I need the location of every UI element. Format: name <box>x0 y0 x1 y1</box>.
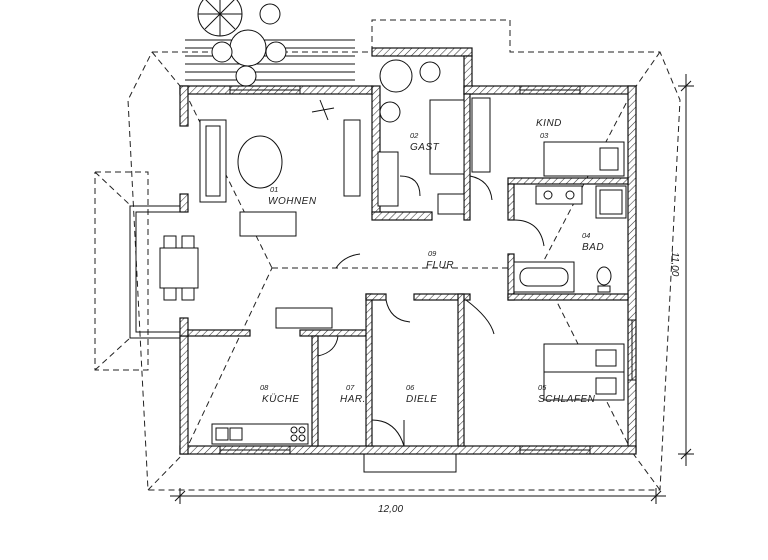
armchair-icon <box>239 211 297 237</box>
interior-walls <box>187 93 629 447</box>
terrace-table-icon <box>229 29 267 67</box>
room-name-schlafen: SCHLAFEN <box>538 394 596 405</box>
room-number-flur: 09 <box>428 249 437 258</box>
room-name-diele: DIELE <box>406 394 437 405</box>
room-labels: 01 WOHNEN 02 GAST KIND 03 04 BAD 05 SCHL… <box>260 118 604 405</box>
doors <box>317 253 411 447</box>
room-name-gast: GAST <box>410 142 440 153</box>
room-number-wohnen: 01 <box>270 185 278 194</box>
dimension-width: 12,00 <box>170 488 666 515</box>
guest-furniture <box>377 59 493 215</box>
bath-fixtures <box>513 185 627 293</box>
width-dimension-label: 12,00 <box>378 504 403 515</box>
room-number-diele: 06 <box>406 383 415 392</box>
toilet-icon <box>596 266 612 286</box>
bay-window <box>129 205 199 339</box>
dining-table-icon <box>159 247 199 289</box>
room-number-kueche: 08 <box>260 383 269 392</box>
coffee-table-icon <box>237 135 283 189</box>
bedroom-furniture <box>465 299 625 401</box>
room-name-flur: FLUR <box>426 260 454 271</box>
room-number-kind: 03 <box>540 131 549 140</box>
living-furniture <box>199 99 361 237</box>
room-name-kueche: KÜCHE <box>262 393 300 405</box>
room-number-schlafen: 05 <box>538 383 547 392</box>
room-name-wohnen: WOHNEN <box>268 196 317 207</box>
dimension-depth: 11,00 <box>669 74 694 466</box>
guest-bed-icon <box>429 99 465 175</box>
room-number-har: 07 <box>346 383 355 392</box>
depth-dimension-label: 11,00 <box>669 252 680 277</box>
child-furniture <box>471 97 625 177</box>
room-name-bad: BAD <box>582 242 604 253</box>
roof-outline <box>94 19 681 491</box>
room-name-har: HAR. <box>340 394 366 405</box>
windows <box>219 85 637 473</box>
terrace <box>185 0 355 87</box>
room-number-bad: 04 <box>582 231 590 240</box>
sideboard-icon <box>343 119 361 197</box>
sink-icon <box>535 185 583 205</box>
room-number-gast: 02 <box>410 131 419 140</box>
room-name-kind: KIND <box>536 118 562 129</box>
kitchen-fixtures <box>211 307 333 445</box>
